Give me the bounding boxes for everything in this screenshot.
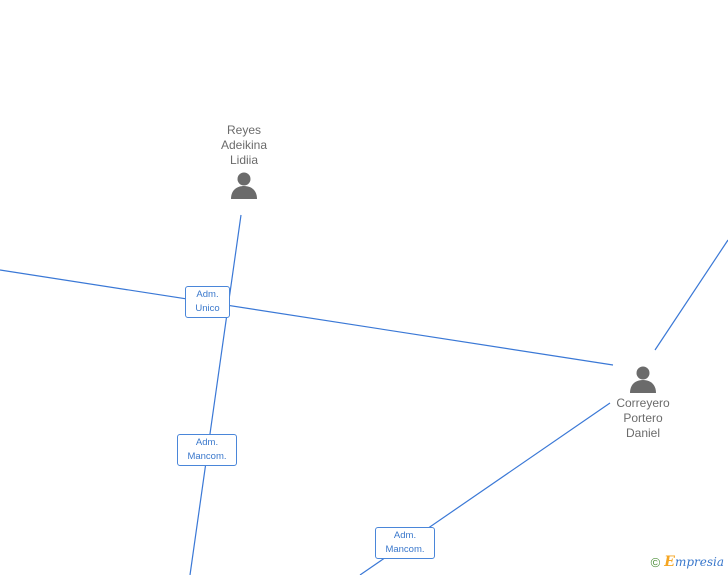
person-node-correyero[interactable]: Correyero Portero Daniel [588, 362, 698, 441]
copyright-icon: © [650, 554, 661, 570]
role-label-adm-mancom[interactable]: Adm. Mancom. [177, 434, 237, 466]
edge-reyes-down [189, 214, 242, 575]
brand-logo-initial: E [664, 554, 675, 570]
role-label-line: Mancom. [385, 544, 425, 555]
person-name: Correyero Portero Daniel [588, 396, 698, 441]
role-label-line: Adm. [196, 289, 219, 300]
edge-left-to-correyero [0, 269, 614, 366]
role-label-line: Mancom. [187, 451, 227, 462]
brand-logo-text: mpresia [674, 555, 724, 569]
role-label-adm-unico[interactable]: Adm. Unico [185, 286, 230, 318]
person-name-line: Reyes [226, 123, 261, 137]
person-node-reyes[interactable]: Reyes Adeikina Lidiia [189, 123, 299, 202]
person-icon [231, 172, 257, 199]
role-label-line: Adm. [195, 437, 219, 448]
brand-footer: © Empresia [651, 553, 724, 571]
person-icon [630, 366, 656, 393]
person-name-line: Daniel [625, 426, 661, 440]
role-label-line: Adm. [393, 530, 417, 541]
edge-correyero-to-topright [654, 239, 728, 351]
person-name-line: Lidiia [229, 153, 259, 167]
role-label-adm-mancom[interactable]: Adm. Mancom. [375, 527, 435, 559]
person-name-line: Portero [623, 411, 663, 425]
person-name-line: Correyero [616, 396, 670, 410]
person-name-line: Adeikina [220, 138, 268, 152]
brand-logo[interactable]: Empresia [664, 553, 724, 571]
role-label-line: Unico [195, 303, 220, 314]
person-name: Reyes Adeikina Lidiia [189, 123, 299, 168]
